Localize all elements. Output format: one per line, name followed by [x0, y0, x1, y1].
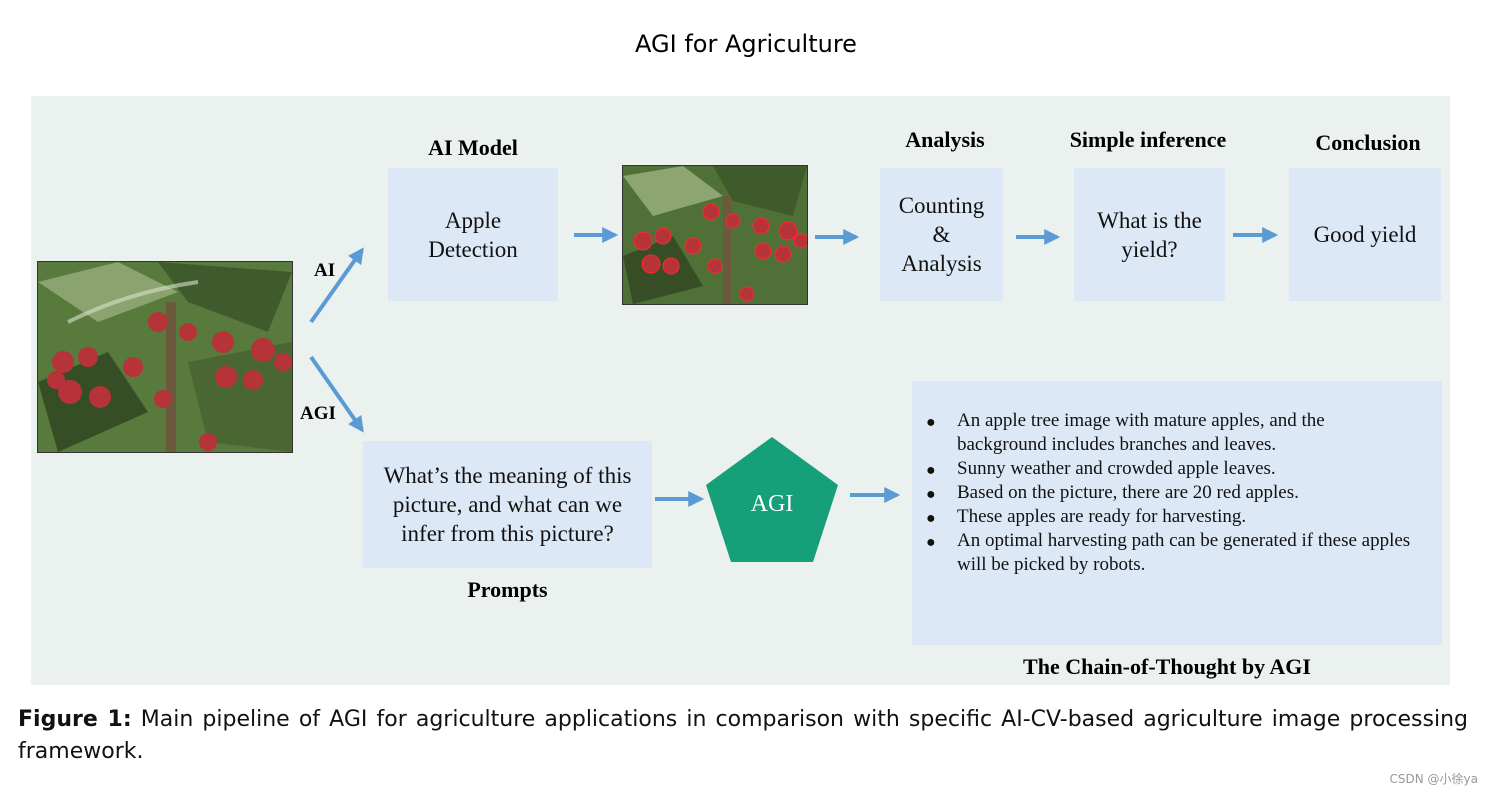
agi-node: AGI	[706, 437, 838, 562]
cot-item: ● Based on the picture, there are 20 red …	[926, 481, 1416, 505]
analysis-label: Analysis	[905, 127, 985, 152]
bullet-icon: ●	[926, 510, 936, 527]
agi-node-label: AGI	[750, 491, 794, 517]
agi-branch-label: AGI	[300, 403, 336, 424]
watermark: CSDN @小徐ya	[1389, 772, 1478, 786]
cot-item-text: An apple tree image with mature apples, …	[957, 410, 1325, 455]
good-yield-box: Good yield	[1289, 168, 1441, 301]
chain-of-thought-box: ● An apple tree image with mature apples,…	[912, 381, 1442, 645]
caption-text: Main pipeline of AGI for agriculture app…	[18, 707, 1468, 764]
apple-detection-text: Apple Detection	[428, 207, 518, 262]
ai-model-label: AI Model	[428, 135, 518, 160]
agi-pentagon-shape	[706, 437, 838, 562]
simple-inference-label: Simple inference	[1069, 127, 1227, 152]
cot-item-text: These apples are ready for harvesting.	[957, 506, 1247, 527]
cot-item-text: Based on the picture, there are 20 red a…	[957, 482, 1299, 503]
ai-branch-label: AI	[314, 260, 336, 281]
yield-question-box: What is the yield?	[1074, 168, 1225, 301]
detected-apples-photo	[622, 165, 808, 305]
prompt-text: What’s the meaning of this picture, and …	[383, 463, 632, 546]
cot-item-text: Sunny weather and crowded apple leaves.	[957, 458, 1276, 479]
counting-analysis-text: Counting & Analysis	[898, 193, 985, 276]
bullet-icon: ●	[926, 414, 936, 431]
figure-title: AGI for Agriculture	[635, 30, 857, 58]
cot-item: ● An optimal harvesting path can be gener…	[926, 529, 1416, 577]
cot-item: ● Sunny weather and crowded apple leaves.	[926, 457, 1416, 481]
figure-caption: Figure 1: Main pipeline of AGI for agric…	[18, 704, 1468, 768]
yield-question-text: What is the yield?	[1097, 207, 1202, 262]
conclusion-label: Conclusion	[1315, 130, 1421, 155]
bullet-icon: ●	[926, 534, 936, 551]
caption-prefix: Figure 1:	[18, 707, 132, 732]
chain-of-thought-list: ● An apple tree image with mature apples,…	[926, 409, 1416, 577]
apple-detection-box: Apple Detection	[388, 168, 558, 301]
cot-item: ● These apples are ready for harvesting.	[926, 505, 1416, 529]
prompt-box: What’s the meaning of this picture, and …	[363, 441, 652, 568]
arrow-to-prompts	[309, 355, 364, 433]
cot-item: ● An apple tree image with mature apples,…	[926, 409, 1416, 457]
good-yield-text: Good yield	[1313, 222, 1417, 247]
apple-tree-photo	[37, 261, 293, 453]
prompts-label: Prompts	[467, 577, 548, 602]
arrow-to-ai-model	[309, 247, 364, 324]
cot-item-text: An optimal harvesting path can be genera…	[957, 530, 1411, 575]
chain-of-thought-label: The Chain-of-Thought by AGI	[1023, 654, 1311, 679]
counting-analysis-box: Counting & Analysis	[880, 168, 1003, 301]
bullet-icon: ●	[926, 462, 936, 479]
bullet-icon: ●	[926, 486, 936, 503]
